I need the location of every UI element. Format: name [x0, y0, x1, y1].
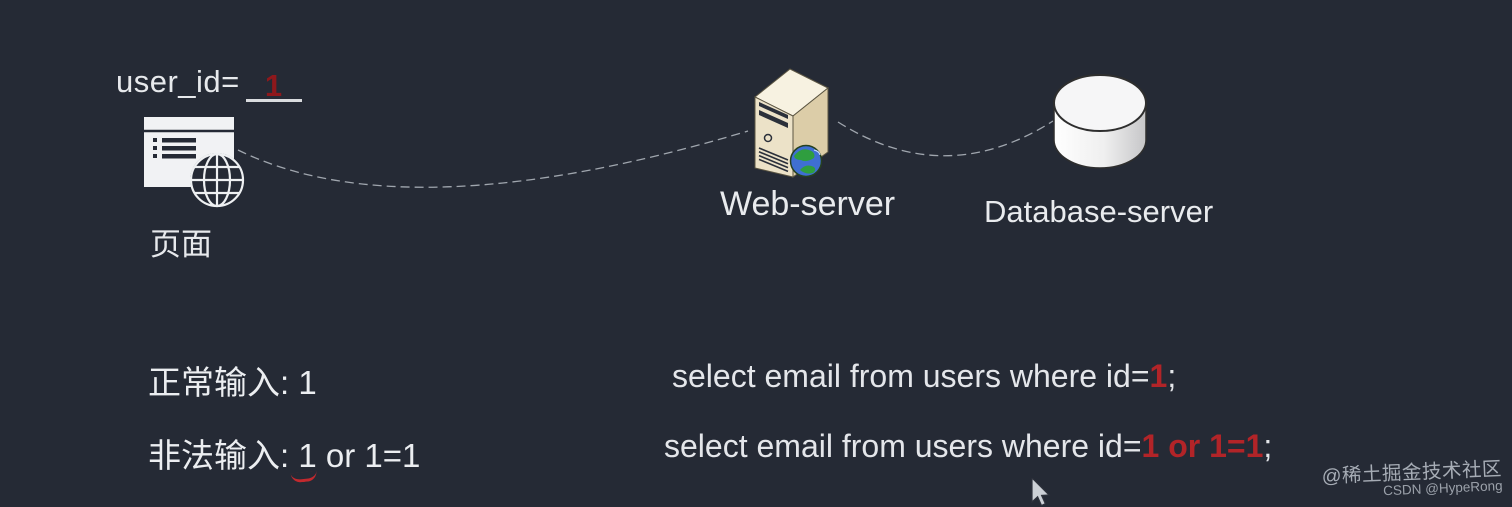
page-node-label: 页面: [150, 227, 212, 262]
injected-value: 1: [264, 68, 283, 103]
illegal-input-row: 非法输入: 1 or 1=1: [148, 429, 420, 477]
red-underline-mark: [290, 470, 318, 484]
sql-illegal-suffix: ;: [1263, 428, 1273, 464]
wire-page-to-webserver: [237, 130, 749, 188]
wire-webserver-to-database: [837, 120, 1054, 157]
database-icon: [1053, 74, 1147, 169]
user-id-prefix: user_id=: [116, 64, 240, 99]
sql-normal-injected: 1: [1149, 358, 1168, 394]
globe-icon: [189, 152, 245, 208]
illegal-input-prefix: 非法输入:: [148, 437, 299, 474]
illegal-input-suffix: or 1=1: [316, 437, 421, 474]
watermark: @稀土掘金技术社区 CSDN @HypeRong: [1321, 458, 1503, 501]
sql-illegal-injected: 1 or 1=1: [1141, 428, 1264, 464]
sql-query-normal: select email from users where id=1;: [672, 358, 1176, 395]
normal-input-row: 正常输入: 1: [148, 364, 317, 401]
sql-illegal-prefix: select email from users where id=: [664, 428, 1142, 464]
sql-normal-suffix: ;: [1167, 358, 1177, 394]
server-grill: [758, 147, 789, 173]
web-server-icon: [754, 68, 829, 178]
sql-normal-prefix: select email from users where id=: [672, 358, 1150, 394]
drive-bays: [759, 102, 788, 128]
web-server-label: Web-server: [720, 185, 896, 223]
earth-globe-icon: [789, 144, 823, 178]
browser-page-icon: [144, 117, 245, 208]
database-server-label: Database-server: [984, 194, 1214, 229]
illegal-input-underlined-value: 1: [298, 437, 317, 474]
sql-query-injected: select email from users where id=1 or 1=…: [664, 428, 1272, 465]
mouse-cursor-icon: [1031, 478, 1051, 507]
input-blank-underline: 1: [245, 70, 302, 102]
user-id-annotation: user_id= 1: [116, 64, 302, 102]
page-list-lines: [153, 138, 196, 159]
